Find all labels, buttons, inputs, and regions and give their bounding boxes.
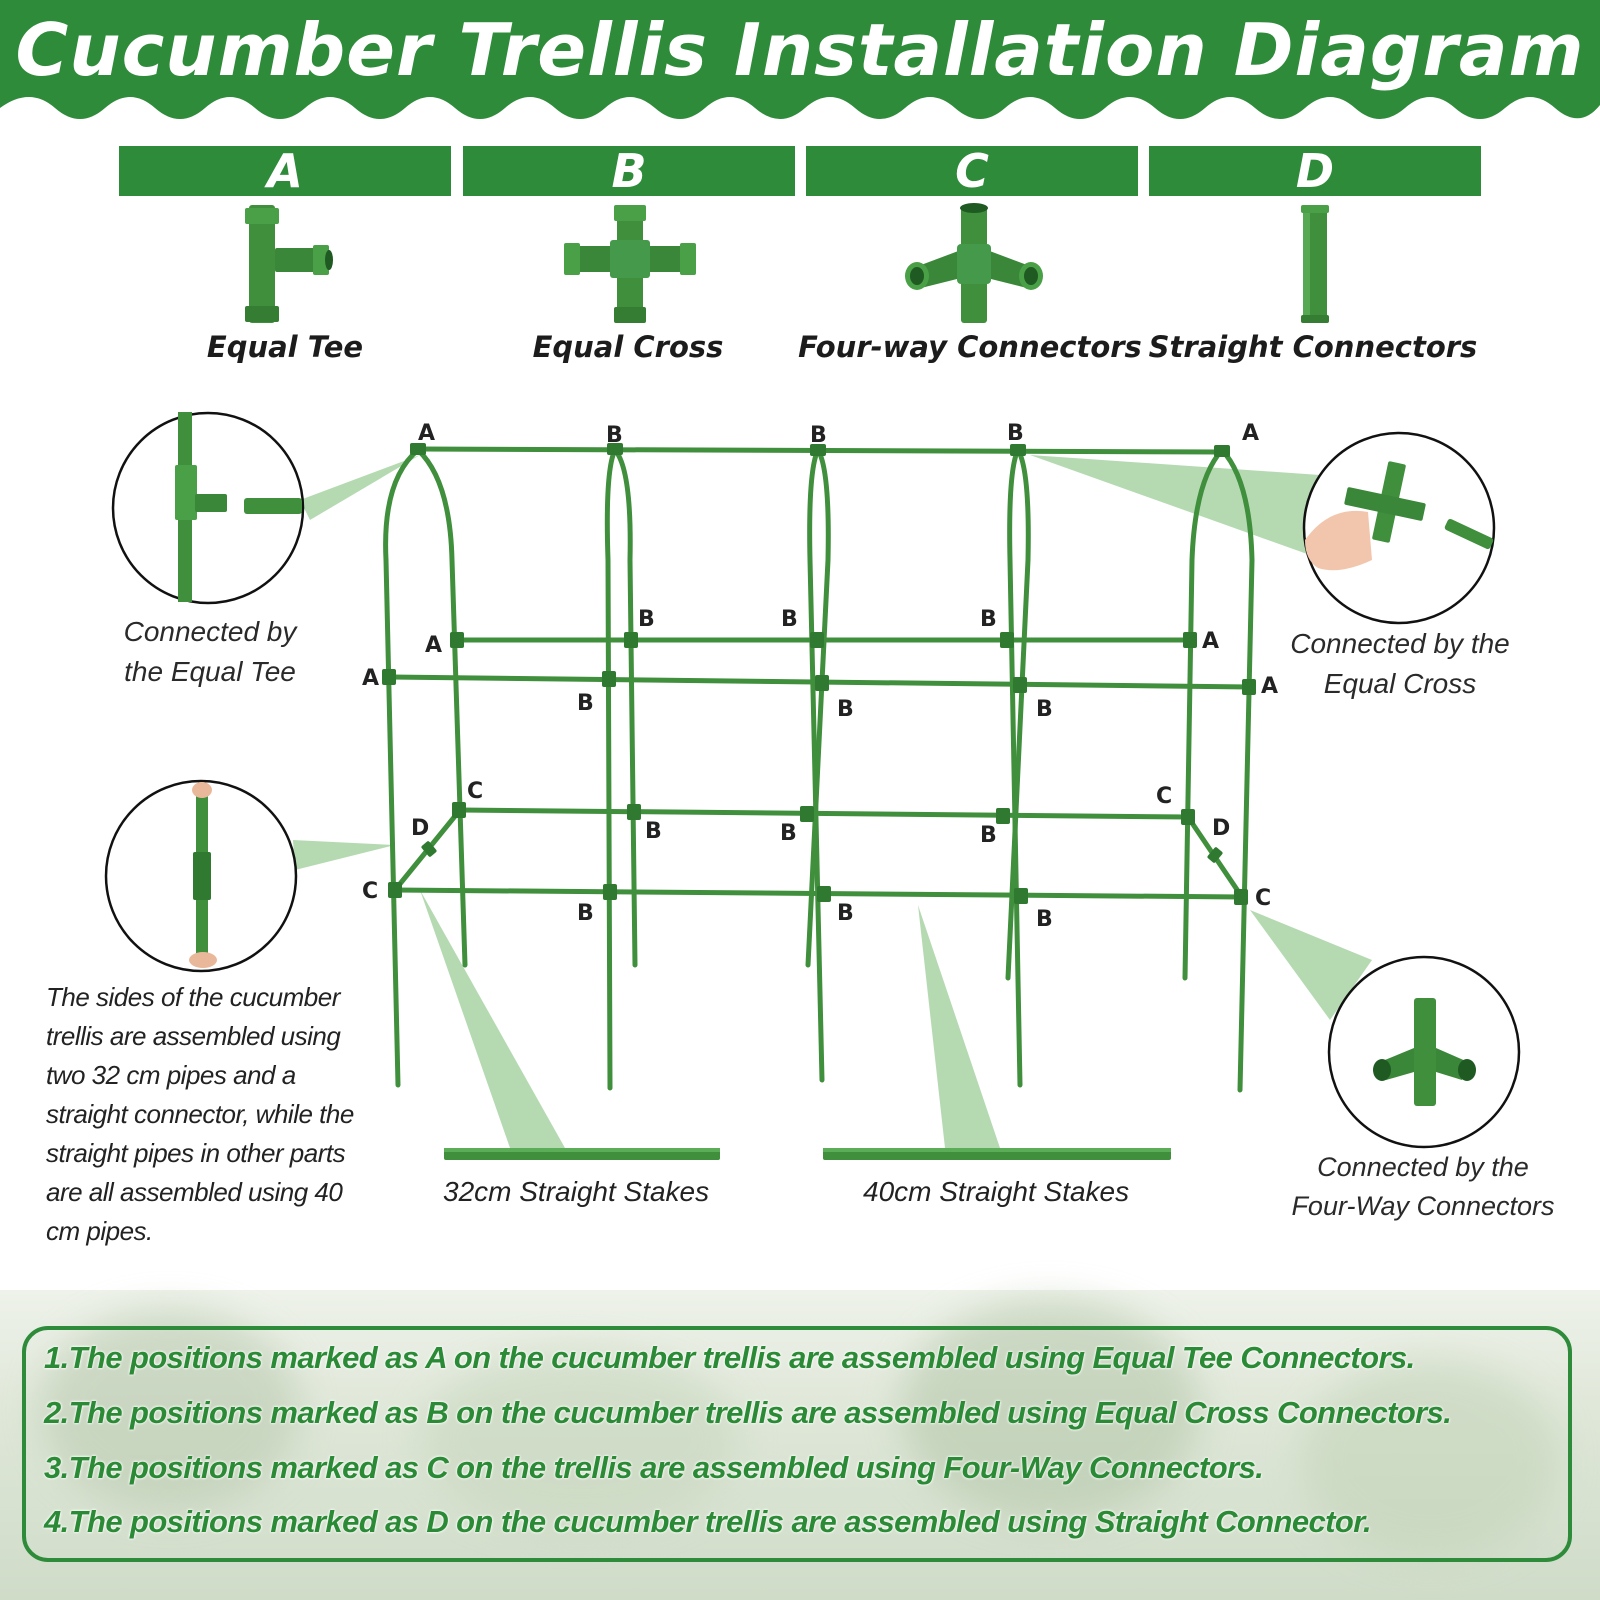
page-title: Cucumber Trellis Installation Diagram xyxy=(15,8,1585,92)
caption-equal-cross-line1: Connected by the xyxy=(1290,628,1510,659)
callout-wedge-tee xyxy=(300,455,420,520)
joint-label-b: B xyxy=(1007,421,1024,446)
joint-label-c: C xyxy=(1255,886,1271,911)
caption-four-way-line2: Four-Way Connectors xyxy=(1291,1191,1555,1221)
front-left-arch xyxy=(383,447,421,1088)
joint-label-b: B xyxy=(780,821,797,846)
note-3: 3.The positions marked as C on the trell… xyxy=(44,1450,1264,1485)
joint-label-b: B xyxy=(638,607,655,632)
joint-label-d: D xyxy=(1212,816,1230,841)
joint-label-group: A B B B A A B B B A A B B B A C C D D B … xyxy=(362,421,1278,932)
joint-label-b: B xyxy=(980,823,997,848)
part-header-c: C xyxy=(806,146,1138,196)
joint-label-b: B xyxy=(577,901,594,926)
equal-cross-icon xyxy=(564,205,696,323)
callout-wedge-long-stake xyxy=(918,905,1000,1148)
note-4: 4.The positions marked as D on the cucum… xyxy=(44,1504,1372,1539)
part-name-equal-cross: Equal Cross xyxy=(532,330,724,364)
note-1: 1.The positions marked as A on the cucum… xyxy=(44,1340,1415,1375)
caption-sides-assembly: The sides of the cucumber trellis are as… xyxy=(46,982,354,1246)
callout-wedge-short-stake xyxy=(420,890,565,1148)
callout-circle-fourway xyxy=(1327,955,1521,1149)
joint-label-b: B xyxy=(810,423,827,448)
joint-label-b: B xyxy=(781,607,798,632)
joint-label-b: B xyxy=(1036,697,1053,722)
caption-equal-tee-line1: Connected by xyxy=(123,616,297,647)
callout-circle-cross xyxy=(1302,431,1496,625)
caption-four-way: Connected by the Four-Way Connectors xyxy=(1278,1148,1568,1226)
joint-label-d: D xyxy=(411,816,429,841)
joint-label-a: A xyxy=(418,421,435,446)
caption-four-way-line1: Connected by the xyxy=(1317,1152,1529,1182)
part-header-d: D xyxy=(1149,146,1481,196)
joint-label-b: B xyxy=(837,901,854,926)
joint-label-a: A xyxy=(1261,674,1278,699)
joint-label-a: A xyxy=(1242,421,1259,446)
notes-box xyxy=(22,1326,1572,1562)
caption-equal-cross: Connected by the Equal Cross xyxy=(1270,624,1530,704)
callout-wedge-sides xyxy=(293,840,395,870)
trellis-diagram: A B B B A A B B B A A B B B A C C D D B … xyxy=(104,411,1521,1160)
joint-label-b: B xyxy=(577,691,594,716)
part-header-a: A xyxy=(119,146,451,196)
joint-label-c: C xyxy=(362,879,378,904)
caption-equal-tee-line2: the Equal Tee xyxy=(124,656,296,687)
part-name-straight: Straight Connectors xyxy=(1148,330,1478,364)
title-banner xyxy=(0,0,1600,119)
equal-tee-icon xyxy=(245,205,333,323)
joint-label-c: C xyxy=(1156,784,1172,809)
short-stake-label: 32cm Straight Stakes xyxy=(443,1176,710,1207)
joint-label-b: B xyxy=(1036,907,1053,932)
part-name-four-way: Four-way Connectors xyxy=(798,330,1142,364)
joint-label-b: B xyxy=(645,819,662,844)
callout-wedge-fourway xyxy=(1250,910,1372,1020)
joint-label-b: B xyxy=(980,607,997,632)
trellis-frame xyxy=(383,446,1255,1093)
joint-label-c: C xyxy=(467,779,483,804)
joint-label-b: B xyxy=(837,697,854,722)
callout-wedge-cross xyxy=(1030,455,1320,555)
note-2: 2.The positions marked as B on the cucum… xyxy=(44,1395,1452,1430)
four-way-connector-icon xyxy=(905,203,1043,323)
notes-background xyxy=(0,1290,1600,1600)
joints xyxy=(382,443,1256,905)
joint-label-a: A xyxy=(362,666,379,691)
callout-circle-tee xyxy=(111,411,305,605)
joint-label-a: A xyxy=(425,633,442,658)
joint-label-b: B xyxy=(606,423,623,448)
straight-connector-icon xyxy=(1301,205,1329,323)
long-stake-label: 40cm Straight Stakes xyxy=(863,1176,1130,1207)
part-header-b: B xyxy=(463,146,795,196)
caption-equal-tee: Connected by the Equal Tee xyxy=(100,612,320,692)
callout-circle-sides xyxy=(104,779,298,973)
part-name-equal-tee: Equal Tee xyxy=(206,330,364,364)
caption-equal-cross-line2: Equal Cross xyxy=(1323,668,1477,699)
joint-label-a: A xyxy=(1202,629,1219,654)
